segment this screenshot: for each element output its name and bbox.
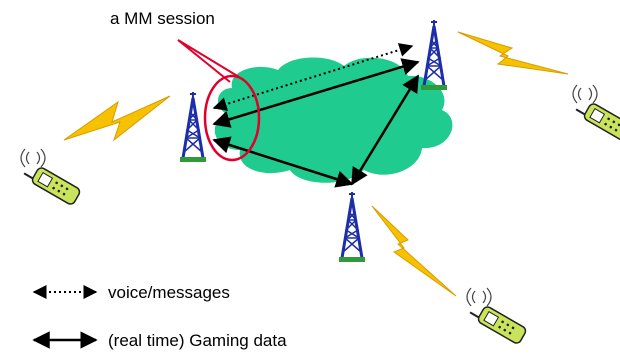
tower-icon bbox=[337, 190, 367, 264]
phone-icon bbox=[572, 84, 620, 143]
phone-icon bbox=[466, 287, 529, 346]
gaming-data-arrow bbox=[212, 136, 354, 188]
session-callout bbox=[177, 39, 261, 162]
phone-icon bbox=[20, 148, 83, 207]
gaming-data-arrow bbox=[350, 74, 420, 186]
legend-voice-label: voice/messages bbox=[108, 283, 230, 302]
callout-label: a MM session bbox=[110, 9, 215, 28]
lightning-icon bbox=[63, 95, 171, 142]
legend-gaming-label: (real time) Gaming data bbox=[108, 331, 287, 350]
lightning-icon bbox=[371, 205, 457, 297]
legend: voice/messages (real time) Gaming data bbox=[32, 283, 287, 350]
tower-icon bbox=[419, 18, 449, 92]
tower-icon bbox=[178, 90, 208, 164]
gaming-data-arrow bbox=[212, 58, 420, 128]
lightning-icon bbox=[457, 31, 569, 75]
